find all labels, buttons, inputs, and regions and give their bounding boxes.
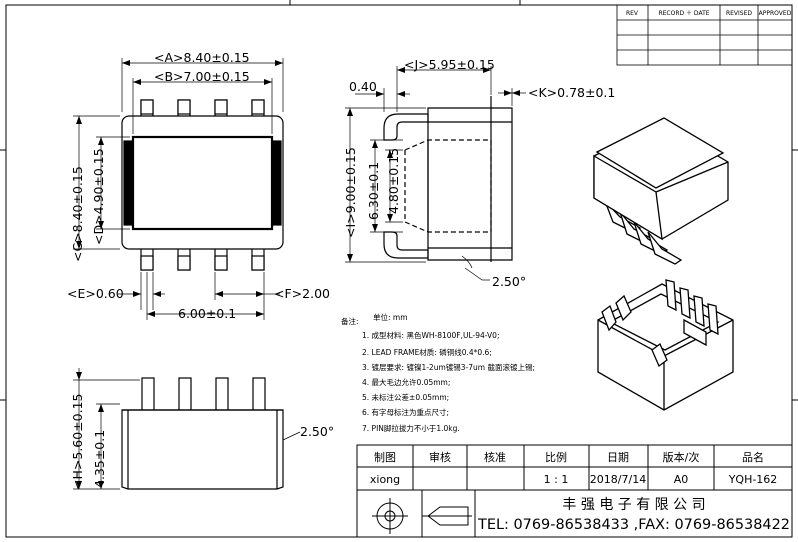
top-view xyxy=(121,99,284,271)
side-view-lead xyxy=(383,113,429,141)
notes-unit: 单位: mm xyxy=(373,312,408,322)
title-header-version: 版本/次 xyxy=(663,450,700,464)
notes-heading: 备注: xyxy=(341,316,359,326)
dim-c-label: <C>8.40±0.15 xyxy=(70,166,85,262)
title-block xyxy=(356,444,793,538)
company-name: 丰 强 电 子 有 限 公 司 xyxy=(562,497,705,513)
dim-k-label: <K>0.78±0.1 xyxy=(528,85,615,100)
note-item-3: 3. 镀层要求: 镀镍1-2um镀锡3-7um 截面滚镀上锡; xyxy=(362,362,535,372)
side-view-arrowheads xyxy=(347,67,520,262)
dim-e-label: <E>0.60 xyxy=(67,286,124,301)
front-view-arrowheads xyxy=(76,372,104,489)
revision-table: REV RECORD ＋ DATE REVISED APPROVED xyxy=(616,4,793,66)
front-view xyxy=(121,377,284,490)
title-header-scale: 比例 xyxy=(545,450,567,464)
dim-j-label: <J>5.95±0.15 xyxy=(404,57,495,72)
iso-view-open xyxy=(597,279,734,411)
top-view-arrowheads xyxy=(76,60,283,317)
note-item-7: 7. PIN脚拉拔力不小于1.0kg. xyxy=(362,423,460,433)
dim-side-angle-label: 2.50° xyxy=(492,274,526,289)
title-value-drawn-by: xiong xyxy=(370,473,400,486)
front-view-body xyxy=(121,409,284,490)
title-value-version: A0 xyxy=(674,473,689,486)
rev-header: REV xyxy=(626,10,639,17)
revised-header: REVISED xyxy=(726,10,752,17)
dim-b-label: <B>7.00±0.15 xyxy=(154,69,250,84)
side-view-dimension-lines xyxy=(345,66,526,281)
approved-header: APPROVED xyxy=(759,10,792,17)
title-header-drawn-by: 制图 xyxy=(374,451,396,464)
dim-inner-2-label: 4.80±0.15 xyxy=(386,148,401,214)
dim-a-label: <A>8.40±0.15 xyxy=(154,50,250,65)
title-value-part-name: YQH-162 xyxy=(728,473,778,486)
dim-i-label: <I>9.00±0.15 xyxy=(343,147,358,238)
dim-front-angle-label: 2.50° xyxy=(300,424,334,439)
top-view-core xyxy=(131,135,274,231)
note-item-5: 5. 未标注公差±0.05mm; xyxy=(362,392,449,402)
top-view-dimension-lines xyxy=(73,58,284,320)
side-view-body xyxy=(427,107,513,261)
dim-f-label: <F>2.00 xyxy=(274,286,330,301)
title-header-date: 日期 xyxy=(607,451,629,464)
title-header-approve: 核准 xyxy=(484,450,506,464)
dim-inner-3-label: 4.35±0.1 xyxy=(92,430,107,488)
dim-inner-1-label: 6.30±0.1 xyxy=(366,162,381,220)
projection-symbol xyxy=(372,498,472,534)
note-item-6: 6. 有字母标注为重点尺寸; xyxy=(362,407,449,417)
title-value-date: 2018/7/14 xyxy=(590,473,646,486)
title-value-scale: 1 : 1 xyxy=(544,473,569,486)
note-item-4: 4. 最大毛边允许0.05mm; xyxy=(362,377,450,387)
dim-h-label: <H>5.60±0.15 xyxy=(70,394,85,490)
dim-d-label: <D>4.90±0.15 xyxy=(91,148,106,245)
title-header-part-name: 品名 xyxy=(742,450,764,464)
note-item-1: 1. 成型材料: 黑色WH-8100F,UL-94-V0; xyxy=(362,330,499,340)
company-contact: TEL: 0769-86538433 ,FAX: 0769-86538422 xyxy=(477,517,790,533)
dim-wall-label: 0.40 xyxy=(349,79,377,94)
iso-view-closed xyxy=(593,117,729,265)
dim-pitch-label: 6.00±0.1 xyxy=(178,306,236,321)
record-date-header: RECORD ＋ DATE xyxy=(658,10,709,17)
note-item-2: 2. LEAD FRAME材质: 磷铜线0.4*0.6; xyxy=(362,347,492,357)
title-header-check: 审核 xyxy=(429,450,451,464)
front-view-dimension-lines xyxy=(73,368,301,490)
side-view xyxy=(383,96,513,262)
